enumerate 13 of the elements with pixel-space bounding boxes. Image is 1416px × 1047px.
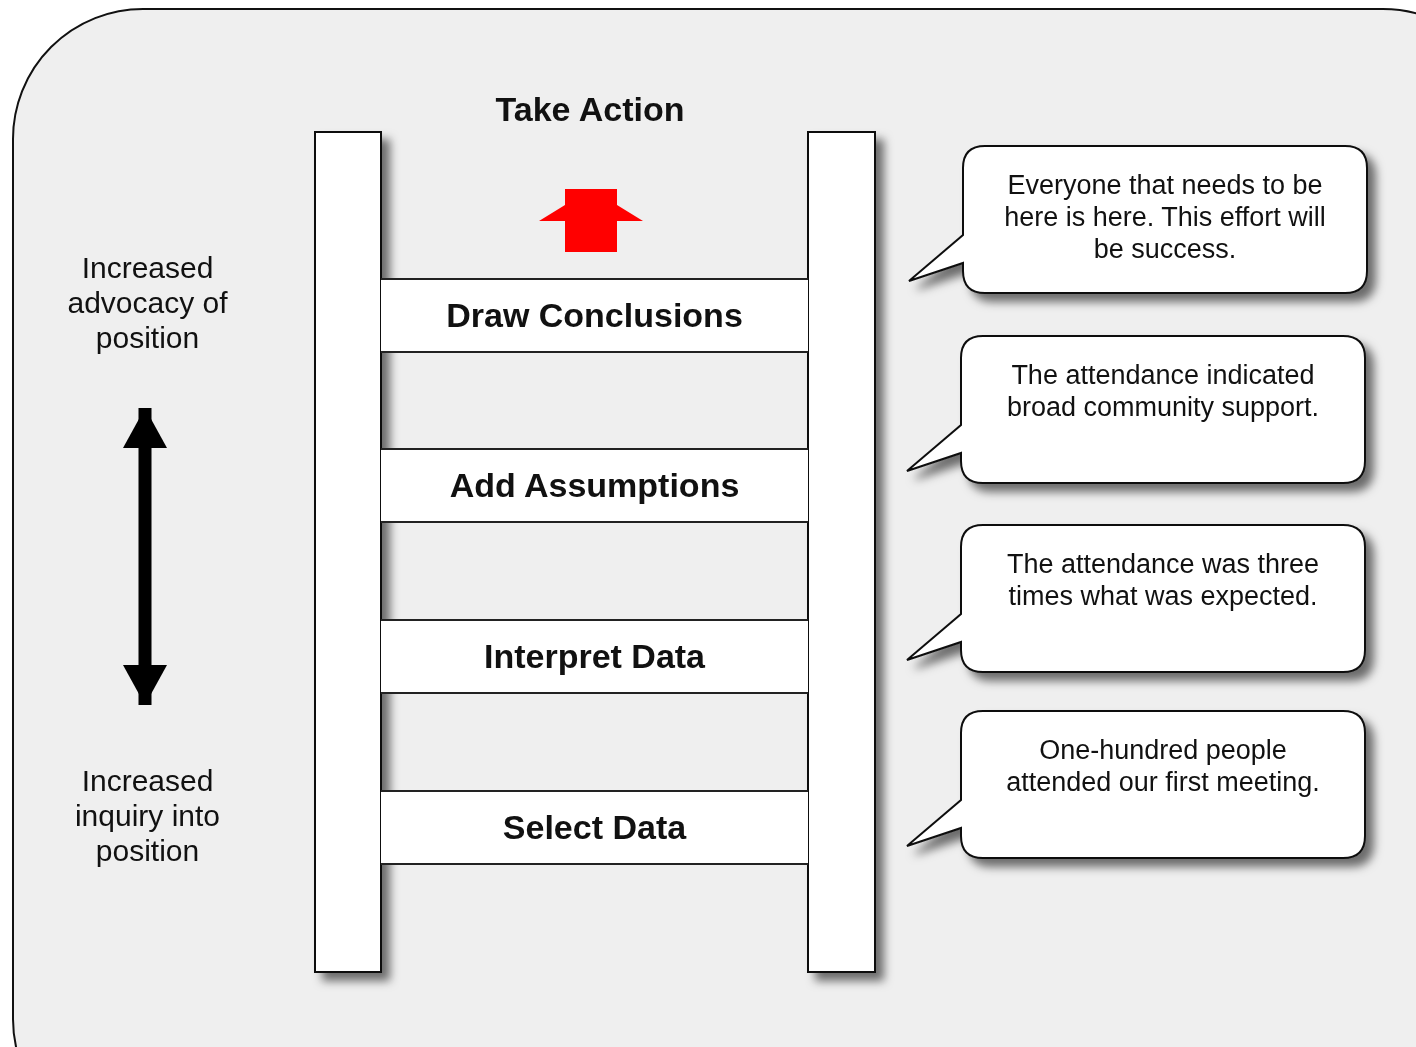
ladder-rung: Draw Conclusions (381, 278, 808, 353)
axis-label: Increased advocacy of position (45, 250, 250, 368)
bubble-text: Everyone that needs to be here is here. This effort will be success. (1003, 169, 1327, 265)
axis-label: Increased inquiry into position (45, 745, 250, 870)
double-arrow (123, 408, 167, 705)
bubble-text: The attendance indicated broad community support. (1005, 359, 1321, 423)
arrow (539, 189, 643, 252)
bubble-text: The attendance was three times what was expected. (1005, 548, 1321, 612)
bubble-text: One-hundred people attended our first meeting. (1005, 734, 1321, 798)
step-label: Take Action (440, 90, 740, 157)
ladder-rung: Select Data (381, 790, 808, 865)
ladder-rung: Add Assumptions (381, 448, 808, 523)
ladder-rung: Interpret Data (381, 619, 808, 694)
